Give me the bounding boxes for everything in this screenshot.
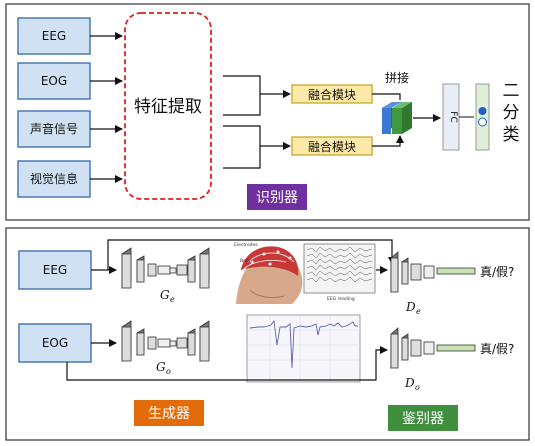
- recognizer-input-label: EEG: [42, 29, 66, 43]
- recognizer-input-label: 声音信号: [30, 121, 78, 136]
- discriminator-subscript: e: [416, 307, 421, 316]
- gan-input-eog: EOG: [18, 323, 92, 363]
- fusion-to-concat-lines: [372, 93, 404, 147]
- generator-eeg: [121, 247, 210, 289]
- eeg-reading-label: EEG reading: [327, 296, 355, 302]
- eog-signal-plot: [246, 314, 361, 383]
- gan-input-label: EEG: [43, 263, 67, 277]
- input-arrows: [90, 32, 123, 183]
- brain-label: Brain: [240, 258, 252, 264]
- generator-tag: 生成器: [134, 400, 204, 426]
- eeg-head-illustration: Electrodes Brain: [234, 242, 303, 304]
- fusion-module-label: 融合模块: [308, 139, 356, 154]
- generator-eog-label: G o: [156, 360, 171, 376]
- eeg-reading-panel: EEG reading: [303, 243, 376, 302]
- discriminator-eog: [390, 327, 476, 369]
- electrodes-label: Electrodes: [234, 242, 258, 248]
- recognizer-input-label: EOG: [41, 74, 67, 88]
- fc-layer: FC: [442, 83, 460, 151]
- recognizer-input-eeg: EEG: [17, 17, 91, 55]
- concat-block: [382, 102, 412, 134]
- discriminator-eeg: [390, 251, 476, 293]
- output-layer: [475, 83, 490, 151]
- feature-extraction-label: 特征提取: [134, 97, 202, 117]
- generator-eog: [121, 320, 210, 362]
- discriminator-eeg-output: 真/假?: [480, 265, 514, 279]
- discriminator-subscript: o: [415, 383, 420, 392]
- discriminator-tag-label: 鉴别器: [402, 411, 444, 427]
- fusion-module-2: 融合模块: [291, 136, 373, 156]
- generator-subscript: o: [166, 367, 171, 376]
- concat-label: 拼接: [385, 70, 409, 85]
- generator-tag-label: 生成器: [148, 406, 190, 422]
- discriminator-eog-output: 真/假?: [480, 342, 514, 356]
- generator-subscript: e: [170, 295, 175, 304]
- discriminator-eog-label: D o: [404, 376, 420, 392]
- discriminator-tag: 鉴别器: [388, 405, 458, 431]
- recognizer-tag-label: 识别器: [256, 190, 298, 206]
- recognizer-tag: 识别器: [247, 184, 307, 210]
- binary-classification-char: 分: [503, 103, 520, 123]
- eeg-real-path: [107, 239, 396, 270]
- gan-input-label: EOG: [42, 336, 68, 350]
- fusion-module-label: 融合模块: [308, 87, 356, 102]
- generator-eeg-label: G e: [160, 288, 175, 304]
- gan-input-eeg: EEG: [18, 250, 92, 290]
- fc-label: FC: [448, 111, 458, 122]
- eog-real-path: [66, 346, 388, 381]
- generator-symbol: G: [156, 360, 166, 374]
- discriminator-symbol: D: [404, 376, 415, 390]
- output-node-filled: [478, 107, 487, 115]
- binary-classification-label: 二 分 类: [503, 81, 520, 145]
- recognizer-input-eog: EOG: [17, 62, 91, 100]
- fusion-module-1: 融合模块: [291, 84, 373, 104]
- recognizer-panel: [5, 3, 530, 221]
- output-node-empty: [478, 117, 487, 127]
- feature-to-fusion-lines: [223, 75, 291, 169]
- recognizer-input-audio: 声音信号: [17, 110, 91, 148]
- binary-classification-char: 类: [503, 125, 520, 145]
- feature-extraction-block: 特征提取: [124, 12, 212, 200]
- recognizer-input-visual: 视觉信息: [17, 160, 91, 198]
- gan-panel: [5, 227, 530, 441]
- discriminator-symbol: D: [405, 300, 416, 314]
- binary-classification-char: 二: [503, 81, 520, 101]
- generator-symbol: G: [160, 288, 170, 302]
- recognizer-input-label: 视觉信息: [30, 171, 78, 186]
- discriminator-eeg-label: D e: [405, 300, 421, 316]
